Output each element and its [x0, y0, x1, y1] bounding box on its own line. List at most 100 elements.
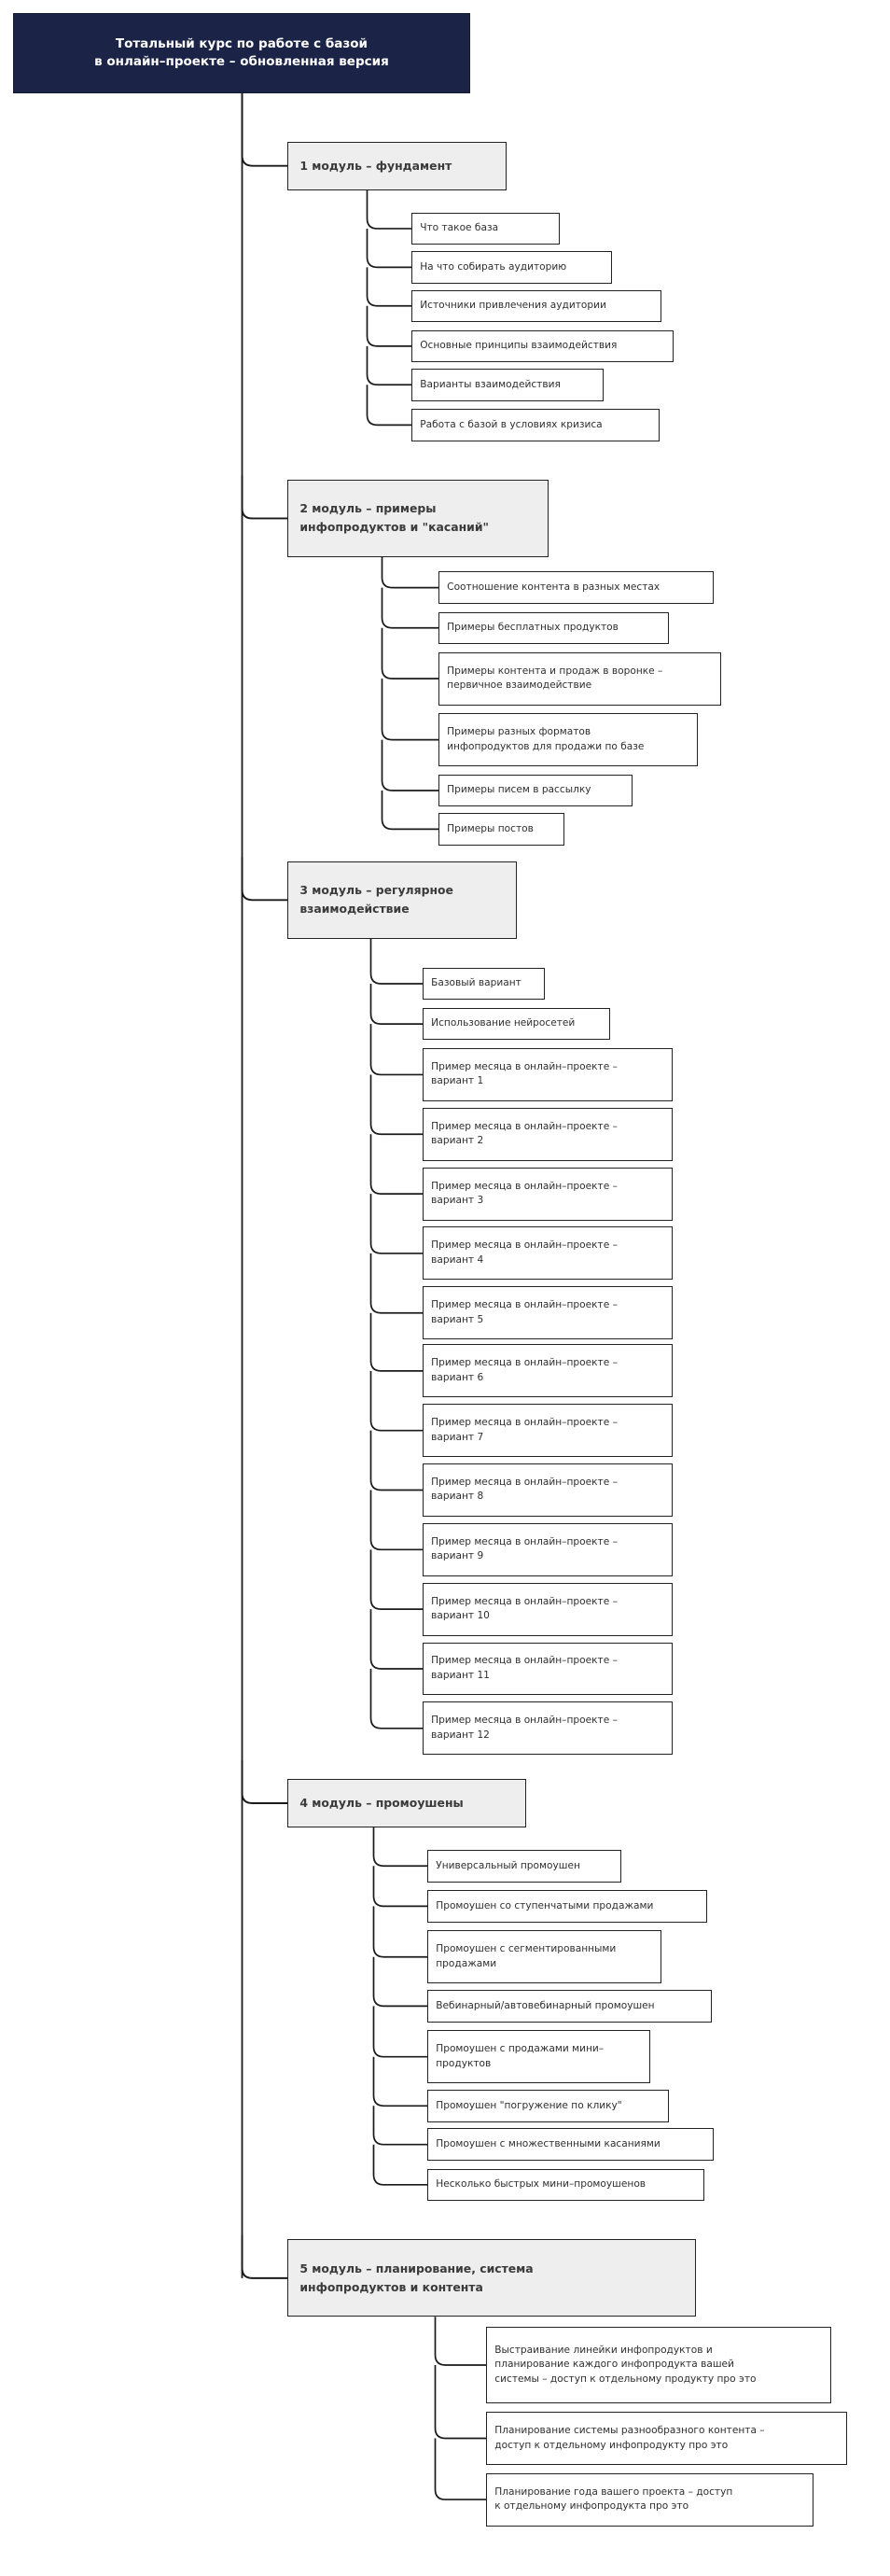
- module-5-item-1-label: Выстраивание линейки инфопродуктов и пла…: [494, 2344, 757, 2385]
- module-1[interactable]: 1 модуль – фундамент: [287, 141, 508, 190]
- connector-elbow: [369, 1134, 424, 1195]
- connector-elbow: [241, 857, 288, 902]
- root-node[interactable]: Тотальный курс по работе с базой в онлай…: [12, 12, 471, 94]
- module-1-item-6-label: Работа с базой в условиях кризиса: [420, 418, 603, 430]
- connector-elbow: [434, 2438, 487, 2500]
- module-3-label: 3 модуль – регулярное взаимодействие: [299, 883, 453, 917]
- module-4-item-1[interactable]: Универсальный промоушен: [427, 1850, 622, 1883]
- connector-elbow: [369, 1074, 424, 1136]
- module-2-item-6[interactable]: Примеры постов: [438, 813, 564, 846]
- module-2-item-4-label: Примеры разных форматов инфопродуктов дл…: [447, 726, 645, 752]
- module-4-item-7[interactable]: Промоушен с множественными касаниями: [427, 2128, 714, 2161]
- module-2-item-6-label: Примеры постов: [447, 822, 534, 834]
- module-2[interactable]: 2 модуль – примеры инфопродуктов и "каса…: [287, 480, 549, 557]
- module-5-item-3-label: Планирование года вашего проекта – досту…: [494, 2485, 733, 2513]
- module-4-item-3[interactable]: Промоушен с сегментированными продажами: [427, 1930, 661, 1984]
- module-3-item-7[interactable]: Пример месяца в онлайн–проекте – вариант…: [423, 1286, 673, 1340]
- connector-elbow: [372, 1906, 428, 1958]
- connector-elbow: [241, 475, 288, 520]
- module-3-item-8-label: Пример месяца в онлайн–проекте – вариант…: [431, 1357, 618, 1383]
- module-4-item-4[interactable]: Вебинарный/автовебинарный промоушен: [427, 1990, 713, 2023]
- module-4-item-1-label: Универсальный промоушен: [436, 1859, 580, 1871]
- connector-elbow: [381, 556, 439, 589]
- module-1-item-2-label: На что собирать аудиторию: [420, 260, 567, 273]
- connector-elbow: [372, 2006, 428, 2058]
- module-3-item-14-label: Пример месяца в онлайн–проекте – вариант…: [431, 1715, 618, 1741]
- module-3-item-11-label: Пример месяца в онлайн–проекте – вариант…: [431, 1535, 618, 1562]
- module-3-item-1[interactable]: Базовый вариант: [423, 967, 546, 1001]
- module-3-item-8[interactable]: Пример месяца в онлайн–проекте – вариант…: [423, 1344, 673, 1398]
- module-5-item-2-label: Планирование системы разнообразного конт…: [494, 2425, 765, 2451]
- module-1-item-1[interactable]: Что такое база: [411, 212, 560, 245]
- connector-elbow: [366, 345, 412, 386]
- module-1-item-5-label: Варианты взаимодействия: [420, 378, 561, 390]
- module-3-item-11[interactable]: Пример месяца в онлайн–проекте – вариант…: [423, 1522, 673, 1576]
- module-2-item-2[interactable]: Примеры бесплатных продуктов: [438, 611, 670, 644]
- module-5-item-1[interactable]: Выстраивание линейки инфопродуктов и пла…: [486, 2326, 831, 2404]
- module-3-item-10[interactable]: Пример месяца в онлайн–проекте – вариант…: [423, 1463, 673, 1517]
- module-3-item-10-label: Пример месяца в онлайн–проекте – вариант…: [431, 1476, 618, 1503]
- connector-elbow: [366, 228, 412, 269]
- connector-elbow: [381, 587, 439, 629]
- module-3-item-6-label: Пример месяца в онлайн–проекте – вариант…: [431, 1239, 618, 1266]
- connector-elbow: [372, 2056, 428, 2107]
- module-4-item-7-label: Промоушен с множественными касаниями: [436, 2137, 661, 2149]
- connector-elbow: [369, 983, 424, 1025]
- module-4-item-3-label: Промоушен с сегментированными продажами: [436, 1943, 617, 1969]
- module-3-item-2-label: Использование нейросетей: [431, 1017, 576, 1029]
- connector-elbow: [369, 1370, 424, 1432]
- root-node-label: Тотальный курс по работе с базой в онлай…: [94, 35, 389, 69]
- module-4-item-4-label: Вебинарный/автовебинарный промоушен: [436, 1999, 655, 2011]
- module-4-item-5[interactable]: Промоушен с продажами мини– продуктов: [427, 2030, 650, 2084]
- module-3-item-6[interactable]: Пример месяца в онлайн–проекте – вариант…: [423, 1226, 673, 1281]
- connector-elbow: [381, 627, 439, 679]
- module-2-item-4[interactable]: Примеры разных форматов инфопродуктов дл…: [438, 713, 698, 767]
- module-1-item-6[interactable]: Работа с базой в условиях кризиса: [411, 409, 660, 441]
- module-3-item-9-label: Пример месяца в онлайн–проекте – вариант…: [431, 1417, 618, 1443]
- module-2-item-2-label: Примеры бесплатных продуктов: [447, 622, 619, 633]
- connector-elbow: [372, 1827, 428, 1868]
- module-3-item-13-label: Пример месяца в онлайн–проекте – вариант…: [431, 1655, 618, 1681]
- module-3-item-4-label: Пример месяца в онлайн–проекте – вариант…: [431, 1120, 618, 1147]
- module-2-item-5[interactable]: Примеры писем в рассылку: [438, 774, 633, 807]
- module-1-item-4[interactable]: Основные принципы взаимодействия: [411, 329, 674, 363]
- module-4-label: 4 модуль – промоушены: [299, 1796, 464, 1810]
- module-2-item-5-label: Примеры писем в рассылку: [447, 784, 591, 796]
- module-3-item-9[interactable]: Пример месяца в онлайн–проекте – вариант…: [423, 1404, 673, 1458]
- module-3-item-2[interactable]: Использование нейросетей: [423, 1007, 611, 1041]
- connector-elbow: [369, 1024, 424, 1076]
- module-3-item-3-label: Пример месяца в онлайн–проекте – вариант…: [431, 1060, 618, 1087]
- module-2-item-1[interactable]: Соотношение контента в разных местах: [438, 571, 714, 604]
- module-3-item-3[interactable]: Пример месяца в онлайн–проекте – вариант…: [423, 1047, 673, 1101]
- module-3[interactable]: 3 модуль – регулярное взаимодействие: [287, 861, 517, 939]
- module-5-item-2[interactable]: Планирование системы разнообразного конт…: [486, 2412, 847, 2465]
- connector-elbow: [381, 739, 439, 791]
- module-4-item-8[interactable]: Несколько быстрых мини–промоушенов: [427, 2168, 704, 2202]
- connector-elbow: [381, 679, 439, 741]
- module-3-item-5[interactable]: Пример месяца в онлайн–проекте – вариант…: [423, 1167, 673, 1221]
- module-4-item-2[interactable]: Промоушен со ступенчатыми продажами: [427, 1890, 708, 1923]
- module-4-item-6-label: Промоушен "погружение по клику": [436, 2099, 622, 2111]
- module-3-item-12[interactable]: Пример месяца в онлайн–проекте – вариант…: [423, 1582, 673, 1636]
- module-1-item-5[interactable]: Варианты взаимодействия: [411, 369, 605, 401]
- connector-elbow: [369, 1253, 424, 1314]
- module-5-item-3[interactable]: Планирование года вашего проекта – досту…: [486, 2472, 814, 2527]
- connector-elbow: [381, 790, 439, 831]
- module-5[interactable]: 5 модуль – планирование, система инфопро…: [287, 2239, 697, 2317]
- module-3-item-12-label: Пример месяца в онлайн–проекте – вариант…: [431, 1595, 618, 1622]
- module-1-item-3[interactable]: Источники привлечения аудитории: [411, 289, 661, 322]
- module-1-item-2[interactable]: На что собирать аудиторию: [411, 251, 612, 284]
- connector-elbow: [372, 2106, 428, 2146]
- module-4-item-2-label: Промоушен со ступенчатыми продажами: [436, 1899, 654, 1911]
- module-3-item-13[interactable]: Пример месяца в онлайн–проекте – вариант…: [423, 1642, 673, 1696]
- connector-elbow: [369, 1549, 424, 1610]
- module-4-item-6[interactable]: Промоушен "погружение по клику": [427, 2090, 670, 2122]
- module-3-item-14[interactable]: Пример месяца в онлайн–проекте – вариант…: [423, 1701, 673, 1756]
- module-4[interactable]: 4 модуль – промоушены: [287, 1779, 526, 1827]
- module-3-item-4[interactable]: Пример месяца в онлайн–проекте – вариант…: [423, 1107, 673, 1161]
- connector-elbow: [366, 267, 412, 307]
- connector-elbow: [241, 1760, 288, 1804]
- module-5-label: 5 модуль – планирование, система инфопро…: [299, 2261, 534, 2294]
- module-2-item-3[interactable]: Примеры контента и продаж в воронке – пе…: [438, 651, 722, 706]
- connector-elbow: [369, 1312, 424, 1372]
